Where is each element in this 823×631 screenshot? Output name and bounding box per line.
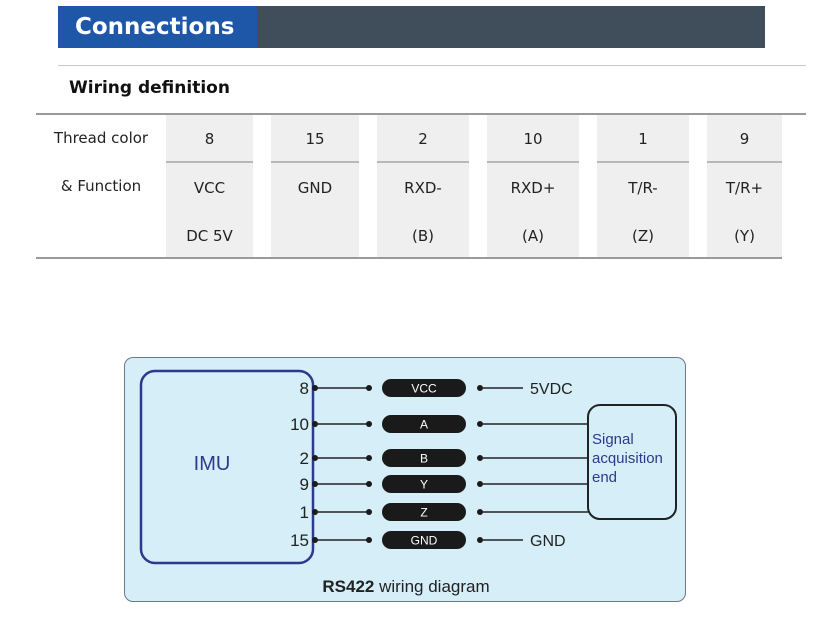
cell-divider bbox=[707, 161, 782, 163]
target-label-line: acquisition bbox=[592, 450, 663, 467]
connector-dot bbox=[366, 509, 372, 515]
thread-number: 9 bbox=[739, 130, 750, 148]
connector-dot bbox=[366, 385, 372, 391]
cell-divider bbox=[597, 161, 689, 163]
cell-divider bbox=[271, 161, 359, 163]
diagram-caption: RS422 wiring diagram bbox=[322, 577, 489, 596]
function-name: RXD- bbox=[404, 179, 442, 197]
function-detail: (A) bbox=[522, 227, 544, 245]
cell-divider bbox=[487, 161, 579, 163]
signal-connector bbox=[382, 449, 466, 467]
caption-rest: wiring diagram bbox=[374, 577, 489, 596]
cell-divider bbox=[377, 161, 469, 163]
power-label: 5VDC bbox=[530, 381, 573, 398]
signal-connector bbox=[382, 379, 466, 397]
imu-label: IMU bbox=[194, 453, 231, 475]
table-column: 9 T/R+ (Y) bbox=[707, 115, 782, 257]
cell-divider bbox=[166, 161, 253, 163]
imu-device-box bbox=[139, 369, 315, 565]
thread-number: 1 bbox=[638, 130, 648, 148]
function-detail: (Z) bbox=[632, 227, 654, 245]
signal-label: Y bbox=[420, 478, 428, 492]
pin-number: 2 bbox=[300, 449, 309, 468]
target-label-line: end bbox=[592, 469, 617, 486]
table-column: 1 T/R- (Z) bbox=[597, 115, 689, 257]
thread-number: 2 bbox=[418, 130, 428, 148]
thread-number: 10 bbox=[523, 130, 543, 148]
row-label-function: & Function bbox=[60, 177, 142, 195]
function-name: T/R- bbox=[628, 179, 658, 197]
connector-dot bbox=[366, 481, 372, 487]
signal-connector bbox=[382, 531, 466, 549]
table-column: 10 RXD+ (A) bbox=[487, 115, 579, 257]
table-column: 8 VCC DC 5V bbox=[166, 115, 253, 257]
table-bottom-rule bbox=[36, 257, 782, 259]
pin-number: 9 bbox=[300, 475, 309, 494]
wiring-diagram-canvas: IMU Signal acquisition end 8 VCC 5VDC 10 A 2 B… bbox=[139, 369, 677, 596]
signal-connector bbox=[382, 503, 466, 521]
wiring-definition-title: Wiring definition bbox=[69, 78, 230, 98]
pin-number: 10 bbox=[290, 415, 309, 434]
pin-number: 1 bbox=[300, 503, 309, 522]
row-label-thread-color: Thread color bbox=[53, 129, 149, 147]
target-label-line: Signal bbox=[592, 431, 634, 448]
signal-label: VCC bbox=[411, 382, 437, 396]
caption-bold: RS422 bbox=[322, 577, 374, 596]
function-detail: DC 5V bbox=[186, 227, 233, 245]
divider bbox=[58, 65, 806, 66]
signal-connector bbox=[382, 475, 466, 493]
rs422-wiring-diagram: IMU Signal acquisition end 8 VCC 5VDC 10 A 2 B… bbox=[124, 357, 686, 602]
signal-label: Z bbox=[420, 506, 427, 520]
thread-number: 8 bbox=[204, 130, 215, 148]
thread-number: 15 bbox=[305, 130, 325, 148]
function-detail: (Y) bbox=[734, 227, 755, 245]
function-name: VCC bbox=[193, 179, 226, 197]
signal-acquisition-end-box bbox=[587, 404, 677, 520]
table-top-rule bbox=[36, 113, 806, 115]
section-header-bar: Connections bbox=[58, 6, 765, 48]
function-name: RXD+ bbox=[510, 179, 556, 197]
function-name: T/R+ bbox=[725, 179, 764, 197]
pin-number: 8 bbox=[300, 379, 309, 398]
connector-dot bbox=[366, 421, 372, 427]
connector-dot bbox=[366, 537, 372, 543]
signal-label: B bbox=[420, 452, 428, 466]
table-column: 2 RXD- (B) bbox=[377, 115, 469, 257]
pin-number: 15 bbox=[290, 531, 309, 550]
power-label: GND bbox=[530, 533, 566, 550]
table-column: 15 GND bbox=[271, 115, 359, 257]
function-detail: (B) bbox=[412, 227, 434, 245]
signal-label: A bbox=[420, 418, 428, 432]
wire-group: 8 VCC 5VDC 10 A 2 B 9 Y 1 Z 15 GND GND bbox=[290, 379, 588, 550]
function-name: GND bbox=[297, 179, 333, 197]
section-header-title: Connections bbox=[58, 6, 257, 48]
connector-dot bbox=[366, 455, 372, 461]
signal-label: GND bbox=[411, 534, 438, 548]
signal-connector bbox=[382, 415, 466, 433]
